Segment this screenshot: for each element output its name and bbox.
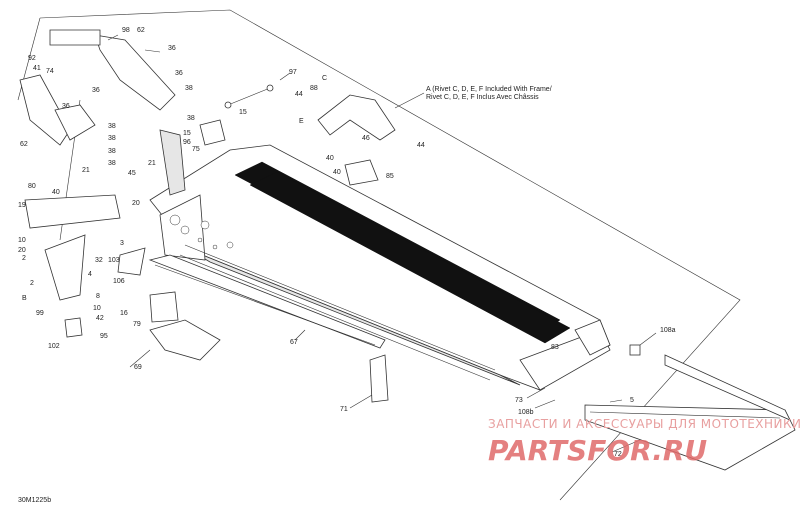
callout-97: 97 bbox=[289, 69, 297, 76]
callout-74: 74 bbox=[46, 68, 54, 75]
watermark-tagline: ЗАПЧАСТИ И АКСЕССУАРЫ ДЛЯ МОТОТЕХНИКИ bbox=[488, 417, 800, 431]
upper-bracket bbox=[199, 94, 396, 186]
rivet-note: A (Rivet C, D, E, F Included With Frame/… bbox=[426, 86, 552, 101]
footrest-rail bbox=[148, 254, 386, 349]
callout-83: 83 bbox=[551, 344, 559, 351]
callout-41: 41 bbox=[33, 65, 41, 72]
connector-97 bbox=[224, 84, 274, 109]
callout-62a: 62 bbox=[137, 27, 145, 34]
callout-67: 67 bbox=[290, 339, 298, 346]
callout-15a: 15 bbox=[183, 130, 191, 137]
hitch-bracket bbox=[369, 354, 389, 403]
callout-85: 85 bbox=[386, 173, 394, 180]
callout-32: 32 bbox=[95, 257, 103, 264]
tunnel-hole-pattern bbox=[169, 214, 234, 250]
callout-38b: 38 bbox=[187, 115, 195, 122]
callout-38e: 38 bbox=[108, 148, 116, 155]
front-plates bbox=[24, 194, 221, 361]
callout-108a: 108a bbox=[660, 327, 676, 334]
part-108a bbox=[629, 344, 641, 356]
callout-3: 3 bbox=[120, 240, 124, 247]
callout-20b: 20 bbox=[132, 200, 140, 207]
callout-21a: 21 bbox=[148, 160, 156, 167]
callout-71: 71 bbox=[340, 406, 348, 413]
rivet-note-line1: A (Rivet C, D, E, F Included With Frame/ bbox=[426, 86, 552, 93]
callout-88: 88 bbox=[310, 85, 318, 92]
callout-98: 98 bbox=[122, 27, 130, 34]
tunnel-frame bbox=[149, 144, 611, 391]
callout-106: 106 bbox=[113, 278, 125, 285]
callout-38f: 38 bbox=[108, 160, 116, 167]
callout-44b: 44 bbox=[417, 142, 425, 149]
callout-95: 95 bbox=[100, 333, 108, 340]
callout-75: 75 bbox=[192, 146, 200, 153]
diagram-id: 30M1225b bbox=[18, 497, 51, 504]
callout-E: E bbox=[299, 118, 304, 125]
callout-38d: 38 bbox=[108, 135, 116, 142]
callout-10b: 10 bbox=[93, 305, 101, 312]
callout-72: 72 bbox=[614, 451, 622, 458]
callout-36a: 36 bbox=[168, 45, 176, 52]
callout-4: 4 bbox=[88, 271, 92, 278]
callout-44a: 44 bbox=[295, 91, 303, 98]
callout-96: 96 bbox=[183, 139, 191, 146]
callout-38c: 38 bbox=[108, 123, 116, 130]
callout-8: 8 bbox=[96, 293, 100, 300]
watermark: ЗАПЧАСТИ И АКСЕССУАРЫ ДЛЯ МОТОТЕХНИКИ PA… bbox=[488, 417, 800, 467]
callout-38a: 38 bbox=[185, 85, 193, 92]
watermark-brand: PARTSFOR.RU bbox=[488, 434, 707, 467]
callout-16: 16 bbox=[120, 310, 128, 317]
callout-99: 99 bbox=[36, 310, 44, 317]
running-boards bbox=[234, 161, 571, 344]
callout-B: B bbox=[22, 295, 27, 302]
callout-36b: 36 bbox=[175, 70, 183, 77]
callout-46: 46 bbox=[362, 135, 370, 142]
callout-C: C bbox=[322, 75, 327, 82]
leader-lines bbox=[107, 34, 657, 453]
callout-2a: 2 bbox=[22, 255, 26, 262]
callout-labels: 98 62 36 92 41 74 36 36 38 36 38 38 38 3… bbox=[18, 27, 676, 458]
rivet-note-line2: Rivet C, D, E, F Inclus Avec Châssis bbox=[426, 94, 539, 101]
front-column bbox=[19, 29, 186, 196]
callout-20a: 20 bbox=[18, 247, 26, 254]
callout-42: 42 bbox=[96, 315, 104, 322]
callout-92: 92 bbox=[28, 55, 36, 62]
callout-79: 79 bbox=[133, 321, 141, 328]
callout-62b: 62 bbox=[20, 141, 28, 148]
callout-108b: 108b bbox=[518, 409, 534, 416]
callout-45: 45 bbox=[128, 170, 136, 177]
rear-bumper bbox=[584, 354, 796, 471]
callout-102: 102 bbox=[48, 343, 60, 350]
callout-21b: 21 bbox=[82, 167, 90, 174]
callout-103: 103 bbox=[108, 257, 120, 264]
callout-73: 73 bbox=[515, 397, 523, 404]
callout-40a: 40 bbox=[52, 189, 60, 196]
callout-19: 19 bbox=[18, 202, 26, 209]
callout-15b: 15 bbox=[239, 109, 247, 116]
callout-36c: 36 bbox=[92, 87, 100, 94]
callout-36d: 36 bbox=[62, 103, 70, 110]
callout-80: 80 bbox=[28, 183, 36, 190]
callout-40b: 40 bbox=[326, 155, 334, 162]
callout-5: 5 bbox=[630, 397, 634, 404]
callout-69: 69 bbox=[134, 364, 142, 371]
callout-40c: 40 bbox=[333, 169, 341, 176]
callout-10a: 10 bbox=[18, 237, 26, 244]
callout-2b: 2 bbox=[30, 280, 34, 287]
